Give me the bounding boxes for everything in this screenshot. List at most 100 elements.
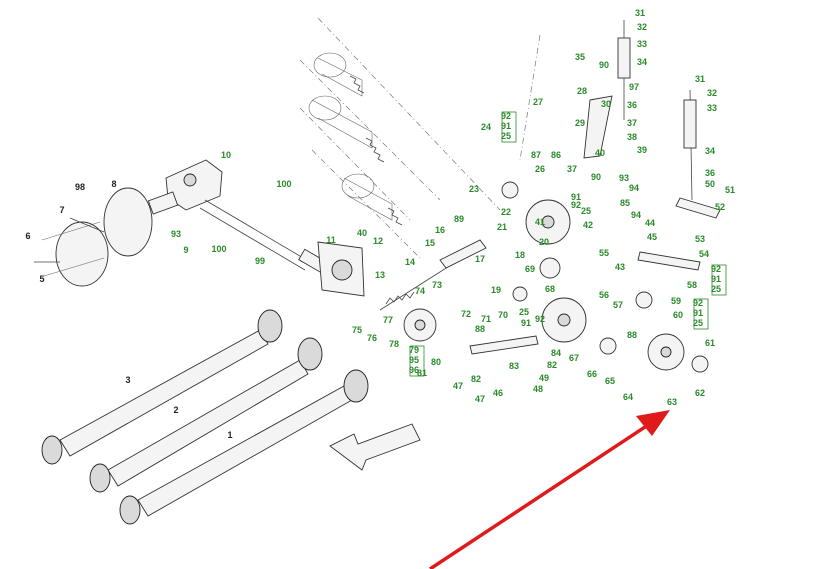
part-label-34: 34 bbox=[705, 146, 715, 156]
part-label-56: 56 bbox=[599, 290, 609, 300]
part-label-28: 28 bbox=[577, 86, 587, 96]
part-label-89: 89 bbox=[454, 214, 464, 224]
part-label-6: 6 bbox=[25, 231, 30, 241]
part-label-88: 88 bbox=[627, 330, 637, 340]
part-label-31: 31 bbox=[635, 8, 645, 18]
part-label-91: 91 bbox=[711, 274, 721, 284]
part-label-93: 93 bbox=[619, 173, 629, 183]
part-label-32: 32 bbox=[707, 88, 717, 98]
part-label-40: 40 bbox=[595, 148, 605, 158]
part-label-91: 91 bbox=[521, 318, 531, 328]
part-label-1: 1 bbox=[227, 430, 232, 440]
part-label-11: 11 bbox=[326, 235, 336, 245]
part-label-22: 22 bbox=[501, 207, 511, 217]
part-label-92: 92 bbox=[571, 200, 581, 210]
label-group-boxes bbox=[409, 111, 727, 377]
part-label-98: 98 bbox=[75, 182, 85, 192]
part-label-91: 91 bbox=[501, 121, 511, 131]
part-label-99: 99 bbox=[255, 256, 265, 266]
part-label-55: 55 bbox=[599, 248, 609, 258]
part-label-19: 19 bbox=[491, 285, 501, 295]
pto-shafts bbox=[41, 309, 369, 525]
part-label-37: 37 bbox=[567, 164, 577, 174]
part-label-97: 97 bbox=[629, 82, 639, 92]
part-label-85: 85 bbox=[620, 198, 630, 208]
part-label-47: 47 bbox=[475, 394, 485, 404]
part-label-7: 7 bbox=[59, 205, 64, 215]
part-label-90: 90 bbox=[599, 60, 609, 70]
part-label-83: 83 bbox=[509, 361, 519, 371]
part-label-45: 45 bbox=[647, 232, 657, 242]
part-label-64: 64 bbox=[623, 392, 633, 402]
pulley-cover bbox=[34, 187, 153, 287]
part-label-33: 33 bbox=[637, 39, 647, 49]
part-label-3: 3 bbox=[125, 375, 130, 385]
part-label-70: 70 bbox=[498, 310, 508, 320]
part-label-100: 100 bbox=[276, 179, 291, 189]
part-label-59: 59 bbox=[671, 296, 681, 306]
part-label-52: 52 bbox=[715, 202, 725, 212]
part-label-30: 30 bbox=[601, 99, 611, 109]
center-lines bbox=[299, 17, 541, 259]
part-label-75: 75 bbox=[352, 325, 362, 335]
part-label-10: 10 bbox=[221, 150, 231, 160]
part-label-39: 39 bbox=[637, 145, 647, 155]
part-label-49: 49 bbox=[539, 373, 549, 383]
part-label-76: 76 bbox=[367, 333, 377, 343]
part-label-100: 100 bbox=[211, 244, 226, 254]
part-label-84: 84 bbox=[551, 348, 561, 358]
part-label-9: 9 bbox=[183, 245, 188, 255]
part-label-35: 35 bbox=[575, 52, 585, 62]
part-label-72: 72 bbox=[461, 309, 471, 319]
part-label-54: 54 bbox=[699, 249, 709, 259]
part-label-37: 37 bbox=[627, 118, 637, 128]
part-label-42: 42 bbox=[583, 220, 593, 230]
part-label-48: 48 bbox=[533, 384, 543, 394]
part-label-13: 13 bbox=[375, 270, 385, 280]
part-label-82: 82 bbox=[471, 374, 481, 384]
part-label-58: 58 bbox=[687, 280, 697, 290]
part-label-66: 66 bbox=[587, 369, 597, 379]
part-label-93: 93 bbox=[171, 229, 181, 239]
part-label-27: 27 bbox=[533, 97, 543, 107]
part-label-41: 41 bbox=[535, 217, 545, 227]
part-label-25: 25 bbox=[581, 206, 591, 216]
part-label-33: 33 bbox=[707, 103, 717, 113]
part-label-73: 73 bbox=[432, 280, 442, 290]
part-label-44: 44 bbox=[645, 218, 655, 228]
part-label-18: 18 bbox=[515, 250, 525, 260]
shaft-cylinders bbox=[308, 52, 403, 226]
part-label-74: 74 bbox=[415, 286, 425, 296]
part-label-32: 32 bbox=[637, 22, 647, 32]
part-label-25: 25 bbox=[693, 318, 703, 328]
part-label-29: 29 bbox=[575, 118, 585, 128]
part-label-43: 43 bbox=[615, 262, 625, 272]
levers-springs bbox=[379, 20, 721, 355]
part-label-36: 36 bbox=[627, 100, 637, 110]
part-label-69: 69 bbox=[525, 264, 535, 274]
part-label-63: 63 bbox=[667, 397, 677, 407]
part-label-87: 87 bbox=[531, 150, 541, 160]
part-label-67: 67 bbox=[569, 353, 579, 363]
part-label-25: 25 bbox=[501, 131, 511, 141]
part-label-34: 34 bbox=[637, 57, 647, 67]
part-label-92: 92 bbox=[535, 314, 545, 324]
part-label-12: 12 bbox=[373, 236, 383, 246]
part-label-92: 92 bbox=[693, 298, 703, 308]
part-label-15: 15 bbox=[425, 238, 435, 248]
part-label-94: 94 bbox=[629, 183, 639, 193]
part-label-40: 40 bbox=[357, 228, 367, 238]
part-label-5: 5 bbox=[39, 274, 44, 284]
part-label-92: 92 bbox=[501, 111, 511, 121]
part-label-23: 23 bbox=[469, 184, 479, 194]
part-label-46: 46 bbox=[493, 388, 503, 398]
part-label-57: 57 bbox=[613, 300, 623, 310]
part-label-25: 25 bbox=[711, 284, 721, 294]
sprockets bbox=[403, 181, 709, 373]
part-label-82: 82 bbox=[547, 360, 557, 370]
red-pointer-arrow bbox=[429, 410, 670, 569]
part-label-65: 65 bbox=[605, 376, 615, 386]
